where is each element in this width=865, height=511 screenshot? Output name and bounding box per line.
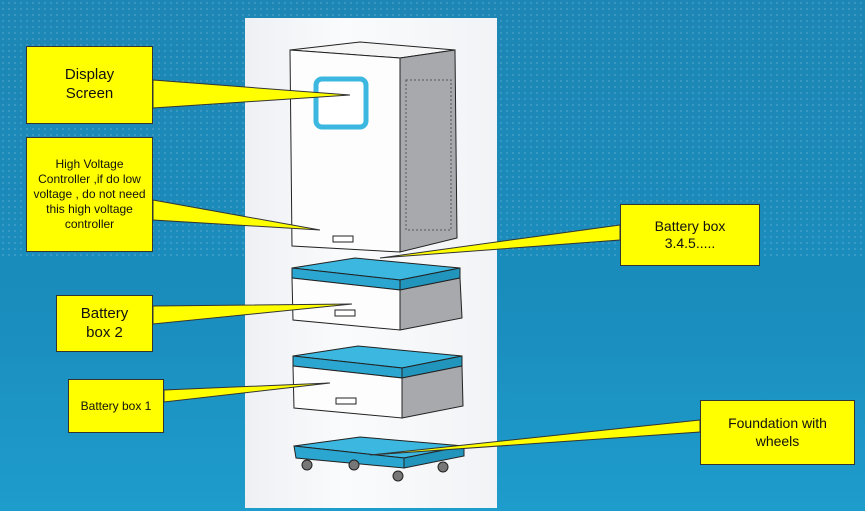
pointer-battery-box-2 xyxy=(152,303,353,325)
foundation-drawing xyxy=(293,436,465,482)
battery-box-2-drawing xyxy=(291,257,463,331)
pointer-display-screen xyxy=(152,79,351,109)
callout-hv-controller: High Voltage Controller ,if do low volta… xyxy=(26,137,153,252)
callout-pointers xyxy=(152,79,701,456)
callout-battery-box-2: Battery box 2 xyxy=(56,295,153,352)
battery-box-1-drawing xyxy=(292,345,464,419)
callout-battery-box-1: Battery box 1 xyxy=(68,379,164,433)
pointer-foundation xyxy=(369,419,701,456)
callout-battery-box-345: Battery box 3.4.5..... xyxy=(620,204,760,266)
callout-foundation: Foundation with wheels xyxy=(700,400,855,465)
pointer-hv-controller xyxy=(152,199,321,231)
callout-display-screen: Display Screen xyxy=(26,46,153,124)
pointer-battery-box-1 xyxy=(163,382,331,403)
controller-cabinet xyxy=(289,41,458,253)
